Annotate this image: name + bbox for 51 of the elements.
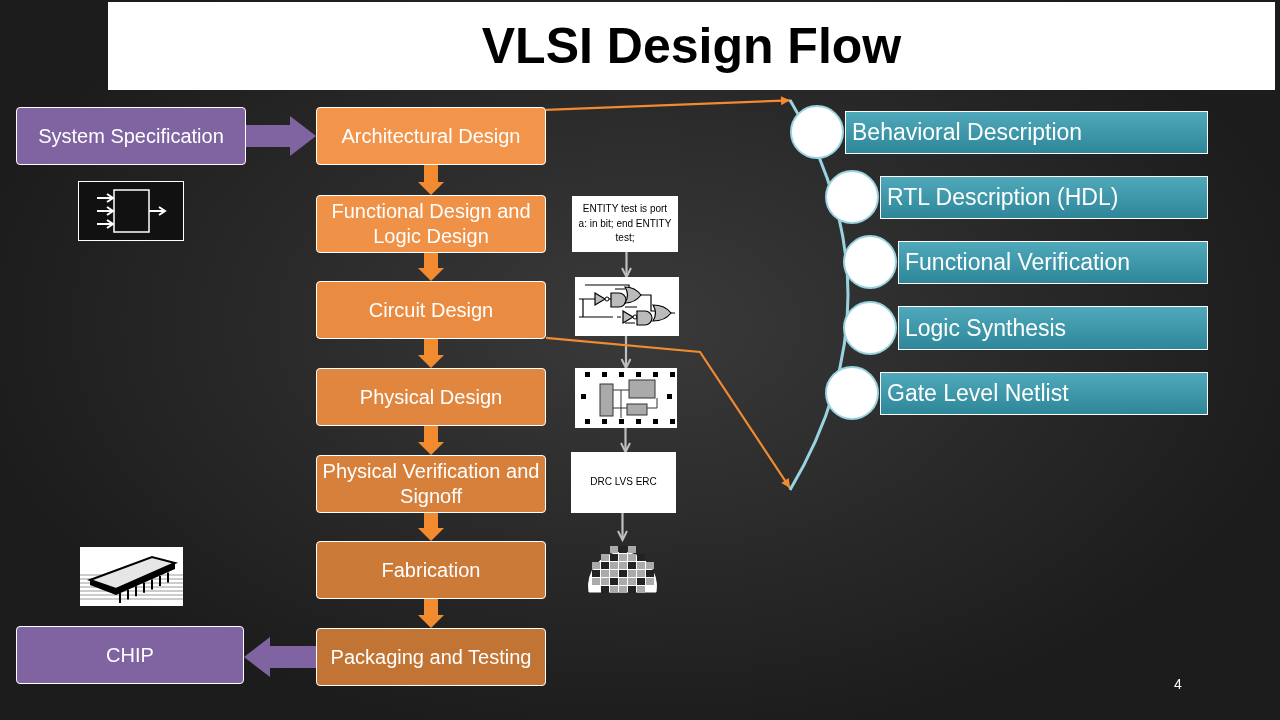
ic-chip-drawing: [80, 547, 183, 606]
text-card: [571, 452, 676, 513]
block-arrow: [418, 513, 444, 541]
block-diagram-drawing: [78, 181, 184, 241]
text-card: [572, 196, 678, 252]
arrow: [620, 336, 632, 369]
node-label: CHIP: [106, 642, 154, 668]
process-box: [316, 107, 546, 165]
process-box: [316, 628, 546, 686]
block-arrow: [418, 165, 444, 195]
arrow: [620, 428, 631, 453]
block-arrow: [244, 637, 316, 677]
process-box: [16, 626, 244, 684]
node-label: Fabrication: [381, 557, 481, 583]
node-label: Physical Verification and Signoff: [321, 459, 541, 509]
node-label: Functional Design and Logic Design: [330, 199, 532, 249]
node-label: Behavioral Description: [852, 118, 1083, 147]
logic-gates-drawing: [575, 277, 679, 336]
node-label: DRC LVS ERC: [589, 475, 658, 490]
node-label: Functional Verification: [905, 248, 1130, 277]
page-number: 4: [1173, 676, 1183, 692]
block-arrow: [418, 339, 444, 368]
step-bar: [898, 306, 1208, 350]
process-box: [316, 541, 546, 599]
node-label: Packaging and Testing: [330, 644, 532, 670]
node-label: Circuit Design: [368, 297, 494, 323]
step-bar: [845, 111, 1208, 154]
arrow: [621, 252, 632, 278]
node-label: ENTITY test is port a: in bit; end ENTITY test;: [578, 202, 672, 246]
arrow: [617, 513, 628, 541]
step-bar: [898, 241, 1208, 284]
step-bar: [880, 176, 1208, 219]
node-label: RTL Description (HDL): [887, 183, 1119, 212]
node-label: Gate Level Netlist: [887, 379, 1069, 408]
title: VLSI Design Flow: [481, 17, 902, 75]
arrow: [545, 96, 791, 111]
block-arrow: [246, 116, 316, 156]
process-box: [316, 195, 546, 253]
layout-drawing: [575, 368, 677, 428]
process-box: [316, 368, 546, 426]
arrow: [545, 336, 791, 489]
process-box: [316, 281, 546, 339]
node-label: Logic Synthesis: [905, 313, 1067, 343]
step-bar: [880, 372, 1208, 415]
block-arrow: [418, 599, 444, 628]
node-label: Architectural Design: [341, 123, 521, 149]
block-arrow: [418, 426, 444, 455]
node-label: System Specification: [38, 123, 224, 149]
node-label: Physical Design: [359, 384, 503, 410]
block-arrow: [418, 253, 444, 281]
process-box: [16, 107, 246, 165]
